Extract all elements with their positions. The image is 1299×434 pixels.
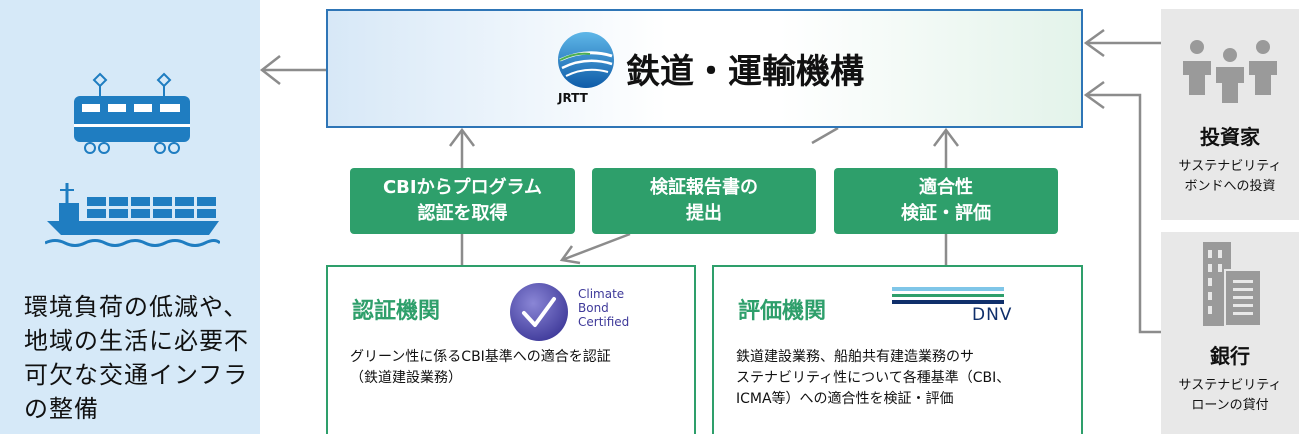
certification-body-description: グリーン性に係るCBI基準への適合を認証 （鉄道建設業務） — [350, 347, 611, 389]
description-line: 鉄道建設業務、船舶共有建造業務のサ — [736, 349, 974, 365]
impact-panel — [0, 0, 260, 434]
investor-panel: 投資家 サステナビリティ ボンドへの投資 — [1161, 9, 1299, 220]
climate-bond-certified-logo — [510, 283, 568, 341]
label-line: 適合性 — [919, 177, 973, 198]
evaluation-body-title: 評価機関 — [738, 299, 827, 324]
bank-title: 銀行 — [1210, 344, 1250, 368]
impact-description: 環境負荷の低減や、地域の生活に必要不可欠な交通インフラの整備 — [24, 293, 249, 423]
cbi-logo-text: Climate Bond Certified — [578, 287, 629, 329]
description-line: サステナビリティ — [1178, 378, 1282, 393]
jrtt-logo-icon — [558, 32, 614, 88]
jrtt-name: 鉄道・運輸機構 — [626, 52, 864, 92]
investor-title: 投資家 — [1200, 125, 1260, 149]
logo-line: Bond — [578, 301, 609, 315]
evaluation-body-description: 鉄道建設業務、船舶共有建造業務のサ ステナビリティ性について各種基準（CBI、 … — [736, 347, 1010, 410]
investor-description: サステナビリティ ボンドへの投資 — [1161, 157, 1299, 197]
jrtt-abbreviation: JRTT — [558, 91, 588, 105]
container-ship-icon — [45, 183, 220, 247]
description-line: ステナビリティ性について各種基準（CBI、 — [736, 370, 1011, 386]
certification-body-box: 認証機関 Climate Bond Certified グリーン性に係るCBI基… — [326, 265, 696, 434]
description-line: ICMA等）への適合性を検証・評価 — [736, 391, 954, 407]
train-icon — [74, 72, 190, 154]
bank-description: サステナビリティ ローンの貸付 — [1161, 376, 1299, 416]
report-submission-label: 検証報告書の 提出 — [592, 168, 816, 234]
label-line: CBIからプログラム — [382, 177, 543, 198]
label-line: 検証報告書の — [650, 177, 758, 198]
description-line: ローンの貸付 — [1191, 398, 1269, 413]
label-line: 認証を取得 — [417, 203, 508, 224]
certification-body-title: 認証機関 — [352, 299, 441, 324]
description-line: サステナビリティ — [1178, 159, 1282, 174]
description-line: グリーン性に係るCBI基準への適合を認証 — [350, 349, 611, 365]
bank-panel: 銀行 サステナビリティ ローンの貸付 — [1161, 232, 1299, 434]
evaluation-body-box: 評価機関 DNV 鉄道建設業務、船舶共有建造業務のサ ステナビリティ性について各… — [712, 265, 1083, 434]
dnv-logo-text: DNV — [972, 305, 1013, 325]
building-icon — [1203, 242, 1262, 326]
description-line: （鉄道建設業務） — [350, 370, 462, 386]
evaluation-label: 適合性 検証・評価 — [834, 168, 1058, 234]
label-line: 検証・評価 — [901, 203, 991, 224]
people-group-icon — [1183, 40, 1277, 103]
cbi-certification-label: CBIからプログラム 認証を取得 — [350, 168, 575, 234]
label-line: 提出 — [686, 203, 722, 224]
description-line: ボンドへの投資 — [1184, 179, 1276, 194]
logo-line: Climate — [578, 287, 625, 301]
logo-line: Certified — [578, 315, 630, 329]
jrtt-box — [326, 9, 1083, 128]
dnv-logo — [892, 287, 1004, 304]
